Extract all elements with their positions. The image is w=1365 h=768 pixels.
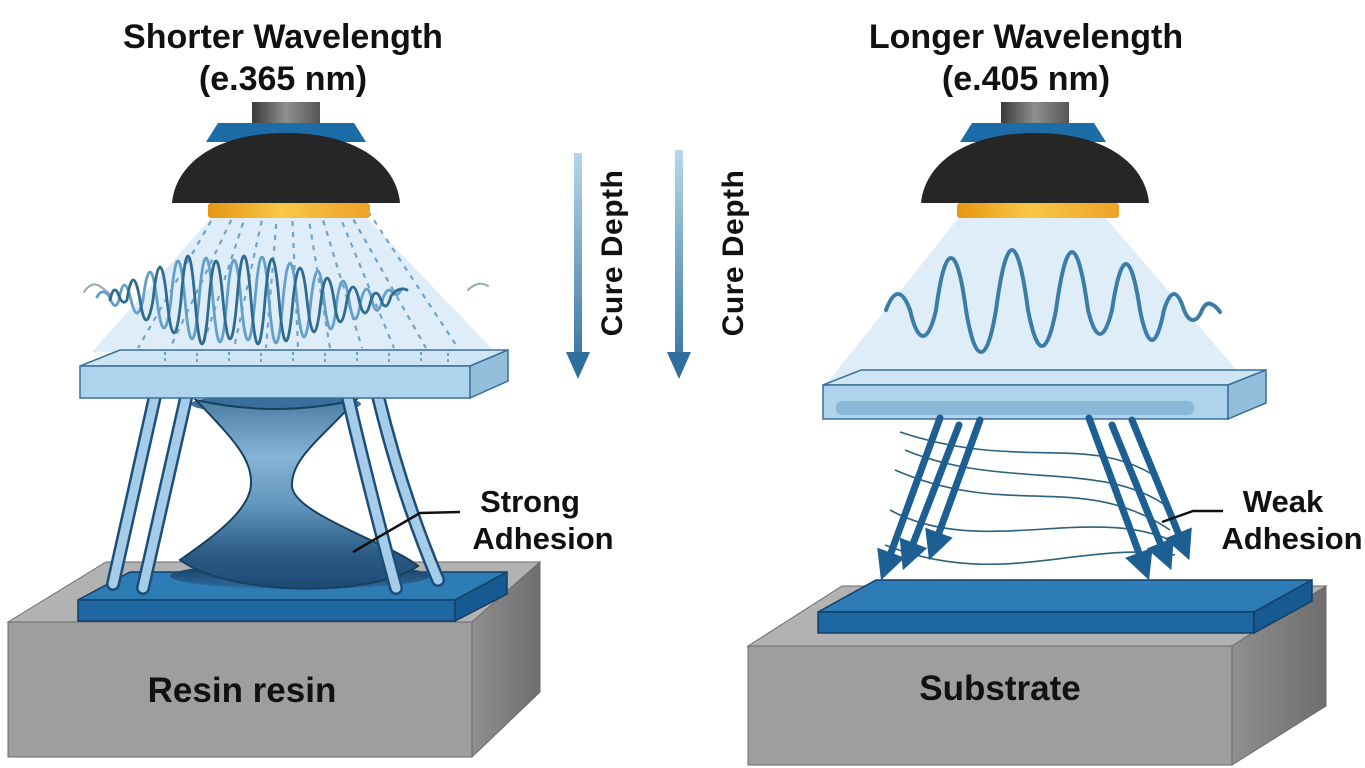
wave-strand-dark: [108, 254, 409, 346]
weak-adhesion-pointer: [1161, 509, 1223, 524]
substrate-label: Substrate: [919, 669, 1080, 708]
resin-label: Resin resin: [148, 671, 337, 710]
cure-depth-indicators: Cure Depth Cure Depth: [566, 150, 750, 379]
cure-depth-label-right: Cure Depth: [717, 170, 750, 337]
slab-droplet-dashes: [164, 352, 449, 362]
glass-slab-left: [79, 348, 509, 400]
attenuated-rays: [877, 414, 1192, 581]
uv-lamp-left: [172, 102, 400, 218]
weak-adhesion-label-line2: Adhesion: [1221, 521, 1362, 556]
cure-depth-arrow-left: [566, 153, 590, 379]
cured-inner-layer: [836, 401, 1194, 415]
low-frequency-wave: [884, 247, 1222, 355]
lamp-emitter-strip: [208, 203, 370, 218]
high-frequency-waves: [83, 254, 489, 346]
light-cone-right: [823, 216, 1252, 388]
right-title-line1: Longer Wavelength: [869, 18, 1183, 56]
cure-depth-label-left: Cure Depth: [596, 170, 629, 337]
lamp-emitter-strip: [957, 203, 1119, 218]
lamp-dome: [921, 133, 1149, 203]
strong-adhesion-pointer: [352, 510, 461, 554]
glass-slab-right: [822, 368, 1267, 421]
cured-plate-right: [817, 578, 1313, 635]
right-panel: Weak Adhesion Substrate Longer Wavelengt…: [746, 18, 1363, 766]
left-title-line2: (e.365 nm): [199, 60, 367, 98]
uv-lamp-right: [921, 102, 1149, 218]
lamp-dome: [172, 133, 400, 203]
slab-legs: [106, 389, 445, 595]
strong-adhesion-label-line1: Strong: [480, 484, 580, 519]
left-panel: Strong Adhesion Resin resin Shorter Wave…: [6, 18, 614, 759]
adhesion-hourglass: [178, 398, 420, 590]
right-title-line2: (e.405 nm): [942, 60, 1110, 98]
left-title-line1: Shorter Wavelength: [123, 18, 443, 56]
cure-depth-arrow-right: [667, 150, 691, 379]
strong-adhesion-label-line2: Adhesion: [472, 521, 613, 556]
weak-adhesion-label-line1: Weak: [1243, 484, 1324, 519]
